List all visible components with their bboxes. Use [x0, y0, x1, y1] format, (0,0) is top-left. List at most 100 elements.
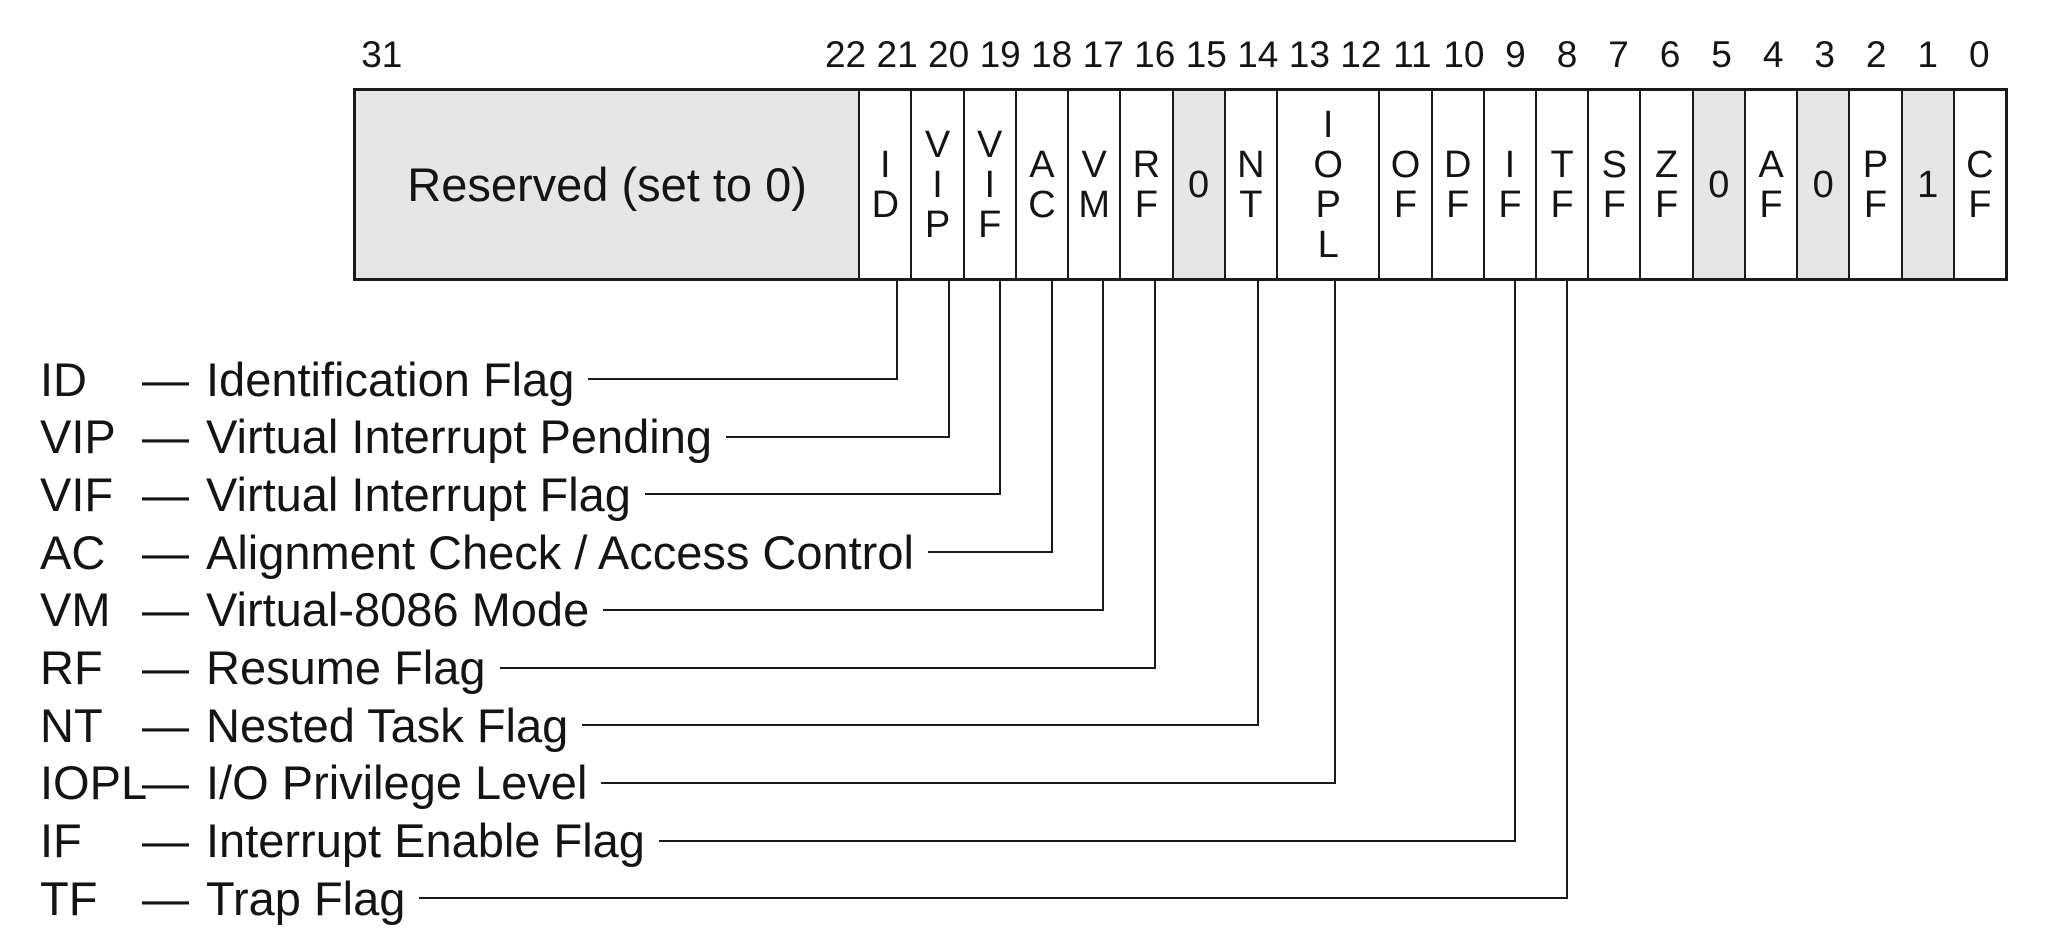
legend-row-id: ID—Identification Flag	[40, 350, 898, 408]
cell-letter: F	[978, 203, 1002, 246]
bit-number-21: 21	[876, 34, 918, 75]
cell-letter: V	[1081, 143, 1107, 186]
cell-letter: F	[1968, 183, 1992, 226]
connector-hline	[588, 378, 898, 380]
cell-letter: O	[1313, 143, 1343, 186]
cell-letter: F	[1654, 183, 1679, 226]
bit-number-17: 17	[1082, 34, 1124, 75]
cell-letter: C	[1028, 183, 1056, 226]
reserved-cell-label: Reserved (set to 0)	[407, 157, 807, 211]
legend-abbr: IF	[40, 814, 82, 868]
cell-letter: I	[984, 163, 996, 206]
legend-row-vif: VIF—Virtual Interrupt Flag	[40, 465, 1001, 523]
cell-letter: N	[1237, 143, 1265, 186]
bit-number-13: 13	[1288, 34, 1330, 75]
cell-letter: P	[924, 203, 951, 246]
cell-letter: A	[1029, 143, 1055, 186]
connector-hline	[601, 781, 1336, 784]
legend-abbr: VM	[40, 583, 111, 637]
bit-number-6: 6	[1659, 34, 1681, 75]
legend-row-ac: AC—Alignment Check / Access Control	[40, 523, 1052, 581]
cell-letter: 1	[1917, 163, 1939, 206]
legend-dash: —	[142, 641, 189, 694]
legend-dash: —	[142, 698, 189, 752]
cell-letter: I	[880, 143, 891, 186]
cell-letter: I	[1322, 103, 1334, 146]
legend-name: Alignment Check / Access Control	[206, 525, 914, 579]
bit-number-12: 12	[1340, 34, 1382, 75]
legend-abbr: IOPL	[40, 756, 148, 810]
connector-vline-rf	[1153, 281, 1156, 669]
bit-number-22: 22	[824, 34, 867, 75]
bit-number-16: 16	[1134, 34, 1176, 75]
connector-vline-iopl	[1334, 281, 1337, 784]
bit-number-31: 31	[361, 34, 403, 75]
cell-letter: F	[1446, 183, 1470, 226]
cell-letter: P	[1862, 143, 1889, 186]
legend-row-tf: TF—Trap Flag	[40, 869, 1567, 927]
bit-number-0: 0	[1968, 34, 1990, 75]
cell-letter: C	[1966, 143, 1994, 186]
bit-number-5: 5	[1711, 34, 1732, 75]
connector-vline-tf	[1565, 281, 1568, 900]
legend-name: Virtual Interrupt Pending	[206, 410, 713, 464]
legend-dash: —	[142, 871, 189, 925]
legend-name: Interrupt Enable Flag	[206, 814, 645, 868]
legend-dash: —	[142, 525, 189, 579]
connector-vline-if	[1514, 281, 1517, 842]
cell-letter: F	[1393, 183, 1418, 226]
legend-abbr: ID	[40, 352, 87, 406]
legend-abbr: VIF	[40, 467, 114, 521]
cell-letter: P	[1315, 183, 1341, 226]
cell-letter: I	[932, 163, 943, 206]
cell-letter: 0	[1708, 163, 1730, 206]
bit-number-2: 2	[1865, 34, 1887, 75]
register-cell-0-bit-15: 0	[1173, 91, 1226, 278]
legend-row-rf: RF—Resume Flag	[40, 639, 1155, 697]
legend-row-iopl: IOPL—I/O Privilege Level	[40, 754, 1336, 812]
cell-letter: F	[1498, 183, 1522, 226]
connector-hline	[927, 551, 1052, 554]
connector-hline	[603, 608, 1104, 611]
legend-dash: —	[142, 410, 189, 464]
connector-vline-vm	[1102, 281, 1105, 611]
cell-letter: D	[1443, 143, 1472, 186]
legend-dash: —	[142, 814, 189, 868]
legend-dash: —	[142, 467, 189, 521]
cell-letter: 0	[1812, 163, 1834, 206]
bit-number-15: 15	[1185, 34, 1227, 75]
cell-letter: D	[871, 183, 900, 226]
cell-letter: 0	[1188, 163, 1210, 206]
connector-hline	[419, 897, 1567, 900]
legend-row-vip: VIP—Virtual Interrupt Pending	[40, 408, 949, 466]
legend-row-if: IF — Interrupt Enable Flag	[40, 812, 1516, 870]
cell-letter: L	[1317, 223, 1339, 266]
connector-hline	[582, 724, 1258, 727]
cell-letter: R	[1132, 143, 1161, 186]
cell-letter: F	[1134, 183, 1158, 226]
cell-letter: F	[1759, 183, 1783, 226]
cell-letter: S	[1601, 143, 1628, 186]
bit-number-10: 10	[1443, 34, 1485, 75]
bit-number-1: 1	[1917, 34, 1938, 75]
legend-name: Resume Flag	[206, 641, 486, 694]
legend-name: Virtual-8086 Mode	[206, 583, 590, 637]
legend-abbr: TF	[40, 871, 98, 925]
cell-letter: T	[1550, 143, 1574, 186]
legend-name: Identification Flag	[206, 352, 575, 406]
bit-number-3: 3	[1814, 34, 1835, 75]
cell-letter: V	[977, 123, 1003, 166]
legend-row-nt: NT—Nested Task Flag	[40, 696, 1258, 754]
